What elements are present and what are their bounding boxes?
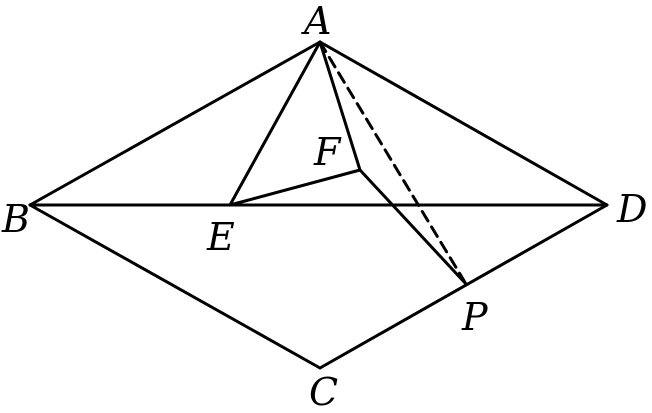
point-label-e: E xyxy=(206,215,235,259)
segment-ab xyxy=(28,40,322,207)
segment-ad xyxy=(318,40,609,207)
segment-cd xyxy=(318,203,609,370)
segments-layer xyxy=(28,40,609,370)
point-label-p: P xyxy=(461,295,489,339)
point-label-f: F xyxy=(313,130,342,174)
segment-bc xyxy=(28,203,322,370)
segment-af xyxy=(318,40,362,172)
point-label-d: D xyxy=(616,187,647,231)
segment-ap xyxy=(318,40,468,286)
point-label-a: A xyxy=(301,0,331,43)
point-label-c: C xyxy=(309,370,338,413)
point-label-b: B xyxy=(1,197,30,241)
segment-ef xyxy=(228,168,362,207)
segment-ae xyxy=(228,40,322,207)
segment-fp xyxy=(358,168,468,286)
